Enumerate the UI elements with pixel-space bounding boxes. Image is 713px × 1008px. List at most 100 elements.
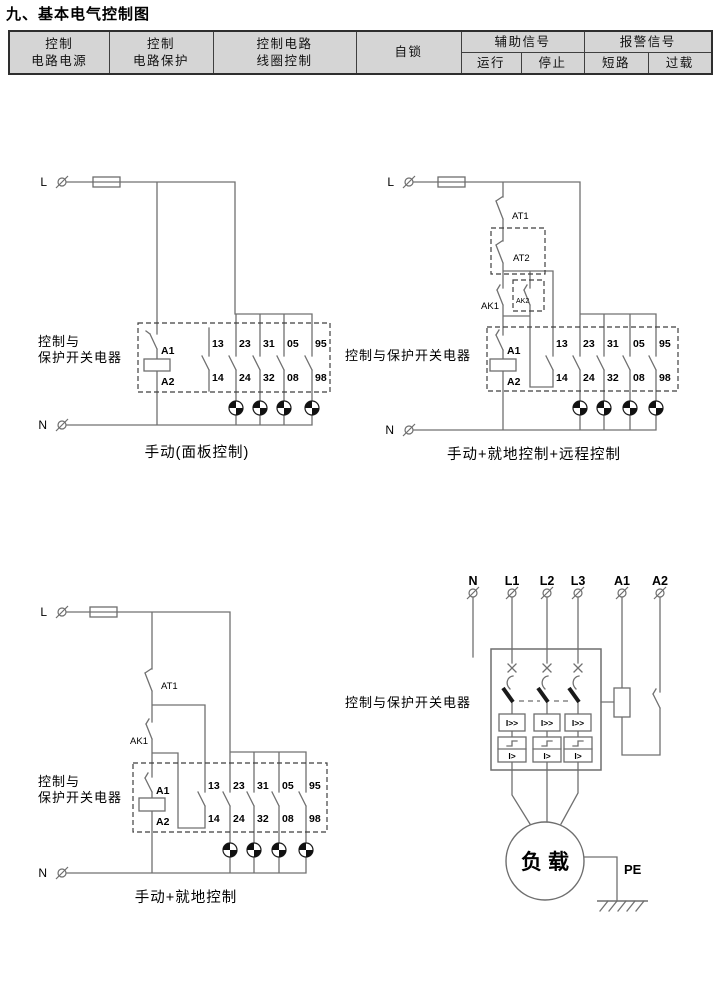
c4-device-label: 控制与保护开关电器 [345,695,471,710]
c3-label-AK1: AK1 [130,736,148,747]
load-label: 负载 [521,850,575,874]
trip-overload-label: I> [508,751,515,761]
col-coil-control-line2: 线圈控制 [256,53,313,68]
circuit-manual-local-remote: L N AT1 AT2 AK1 AK2 A1 A2 13 23 31 05 95… [345,175,679,463]
c4-terminal-L1: L1 [505,574,520,588]
c4-coil-icon [613,687,631,718]
contact-terminal-label: 13 [212,338,224,350]
contact-terminal-label: 95 [309,780,321,792]
contact-terminal-label: 14 [208,813,220,825]
page-title: 九、基本电气控制图 [6,6,151,23]
contact-terminal-label: 32 [607,372,619,384]
col-aux-signal: 辅助信号 [460,30,585,53]
c1-fuse-icon [92,176,121,188]
c3-fuse-icon [89,606,118,618]
c2-label-AK2: AK2 [516,298,529,305]
contact-terminal-label: 24 [239,372,251,384]
contact-terminal-label: 13 [556,338,568,350]
c4-wiring [472,597,661,912]
contact-terminal-label: 98 [315,372,327,384]
c2-label-AT2: AT2 [513,253,530,264]
col-short-circuit: 短路 [583,52,649,75]
contact-terminal-label: 98 [659,372,671,384]
c1-device-label-line1: 控制与 [38,334,80,349]
c4-terminal-L3: L3 [571,574,586,588]
col-stop: 停止 [520,52,585,75]
col-control-protection-line2: 电路保护 [132,53,189,68]
load-circle [505,821,585,901]
c2-label-A2: A2 [507,376,521,388]
contact-terminal-label: 05 [282,780,294,792]
contact-terminal-label: 14 [556,372,568,384]
col-control-protection-line1: 控制 [146,36,175,51]
contact-terminal-label: 32 [263,372,275,384]
trip-overload-label: I> [543,751,550,761]
signal-function-table: 控制 电路电源 控制 电路保护 控制电路 线圈控制 自锁 辅助信号 报警信号 运… [8,30,713,75]
c2-label-L: L [387,175,394,189]
circuit-manual-panel: L N A1 A2 13 23 31 05 95 14 24 32 08 98 … [38,175,331,461]
c1-caption: 手动(面板控制) [145,443,250,461]
pe-label: PE [624,862,642,877]
c2-label-N: N [385,423,394,437]
contact-terminal-label: 24 [233,813,245,825]
c2-ak2-boundary [512,279,545,312]
contact-terminal-label: 98 [309,813,321,825]
c1-label-L: L [40,175,47,189]
col-self-lock: 自锁 [355,30,462,75]
trip-instant-label: I>> [506,718,518,728]
circuit-power-load: N L1 L2 L3 A1 A2 I>> I>> I>> I> I> I> 控制… [345,574,668,912]
c2-device-label: 控制与保护开关电器 [345,348,471,363]
contact-terminal-label: 05 [287,338,299,350]
contact-terminal-label: 95 [315,338,327,350]
c4-overload-dividers [497,740,593,750]
c3-caption: 手动+就地控制 [135,889,237,906]
contact-terminal-label: 95 [659,338,671,350]
col-coil-control: 控制电路 线圈控制 [212,30,357,75]
c3-label-L: L [40,605,47,619]
col-control-power-line1: 控制 [45,36,74,51]
c1-label-A1: A1 [161,345,175,357]
c2-label-AK1: AK1 [481,301,499,312]
c3-device-label-line2: 保护开关电器 [38,790,122,805]
contact-terminal-label: 08 [287,372,299,384]
c4-terminal-L2: L2 [540,574,555,588]
col-control-power: 控制 电路电源 [8,30,110,75]
col-control-protection: 控制 电路保护 [108,30,214,75]
c2-label-A1: A1 [507,345,521,357]
c4-trip-instant-box [564,713,592,732]
c3-device-boundary [132,762,328,833]
col-alarm-signal: 报警信号 [583,30,713,53]
col-coil-control-line1: 控制电路 [256,36,313,51]
c1-label-N: N [38,418,47,432]
c2-fuse-icon [437,176,466,188]
col-run: 运行 [460,52,522,75]
c2-coil-icon [489,358,517,372]
contact-terminal-label: 08 [282,813,294,825]
contact-terminal-label: 24 [583,372,595,384]
c2-caption: 手动+就地控制+远程控制 [447,446,621,463]
c3-label-N: N [38,866,47,880]
c2-wiring [412,181,657,431]
col-control-power-line2: 电路电源 [31,53,88,68]
c2-label-AT1: AT1 [512,211,529,222]
c4-device-box [490,648,602,771]
contact-terminal-label: 14 [212,372,224,384]
c3-device-label-line1: 控制与 [38,774,80,789]
c3-label-AT1: AT1 [161,681,178,692]
contact-terminal-label: 23 [583,338,595,350]
contact-terminal-label: 23 [233,780,245,792]
c3-wiring [65,611,307,874]
trip-instant-label: I>> [541,718,553,728]
trip-instant-label: I>> [572,718,584,728]
circuit-manual-local: L N AT1 AK1 A1 A2 13 23 31 05 95 14 24 3… [38,605,328,906]
c4-pole-blades [501,686,581,704]
contact-terminal-label: 32 [257,813,269,825]
c4-terminal-N: N [468,574,477,588]
c4-terminal-A1: A1 [614,574,630,588]
c3-coil-icon [138,797,166,812]
c1-label-A2: A2 [161,376,175,388]
contact-terminal-label: 08 [633,372,645,384]
c3-label-A2: A2 [156,816,170,828]
trip-overload-label: I> [574,751,581,761]
